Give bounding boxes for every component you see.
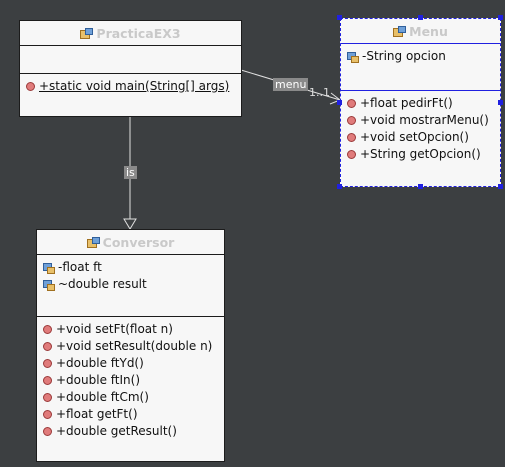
public-method-icon (43, 359, 52, 368)
class-header: Conversor (37, 230, 224, 255)
method-row[interactable]: +void setOpcion() (347, 129, 494, 146)
method-row[interactable]: +void setFt(float n) (43, 321, 218, 338)
public-method-icon (43, 427, 52, 436)
selection-handle[interactable] (498, 15, 503, 20)
attribute-row[interactable]: ~double result (43, 276, 218, 293)
private-field-icon (347, 51, 359, 63)
public-method-icon (43, 325, 52, 334)
selection-handle[interactable] (418, 15, 423, 20)
class-header: PracticaEX3 (20, 21, 241, 46)
method-row[interactable]: +void setResult(double n) (43, 338, 218, 355)
selection-handle[interactable] (498, 184, 503, 189)
method-row[interactable]: +void mostrarMenu() (347, 112, 494, 129)
class-icon (80, 27, 94, 39)
class-practicaex3[interactable]: PracticaEX3 +static void main(String[] a… (19, 20, 242, 117)
method-row[interactable]: +float getFt() (43, 406, 218, 423)
selection-handle[interactable] (498, 100, 503, 105)
class-name: Conversor (102, 234, 175, 250)
public-method-icon (43, 342, 52, 351)
attribute-row[interactable]: -String opcion (347, 48, 494, 65)
public-method-icon (347, 116, 356, 125)
methods-section: +static void main(String[] args) (20, 74, 241, 99)
inheritance-label: is (124, 166, 137, 179)
class-name: PracticaEX3 (96, 25, 181, 41)
association-multiplicity: 1..1 (309, 86, 330, 99)
class-menu[interactable]: Menu -String opcion +float pedirFt() +vo… (340, 18, 501, 187)
public-method-icon (43, 410, 52, 419)
public-method-icon (43, 376, 52, 385)
class-icon (393, 25, 407, 37)
package-field-icon (43, 279, 55, 291)
private-field-icon (43, 262, 55, 274)
public-method-icon (26, 82, 35, 91)
method-row[interactable]: +static void main(String[] args) (26, 78, 235, 95)
class-name: Menu (409, 23, 448, 39)
attributes-section: -float ft ~double result (37, 255, 224, 317)
selection-handle[interactable] (337, 100, 342, 105)
method-row[interactable]: +double ftYd() (43, 355, 218, 372)
selection-handle[interactable] (418, 184, 423, 189)
method-row[interactable]: +float pedirFt() (347, 95, 494, 112)
class-conversor[interactable]: Conversor -float ft ~double result +void… (36, 229, 225, 462)
attribute-row[interactable]: -float ft (43, 259, 218, 276)
method-row[interactable]: +double ftCm() (43, 389, 218, 406)
association-label: menu (273, 78, 309, 91)
method-row[interactable]: +double getResult() (43, 423, 218, 440)
method-row[interactable]: +String getOpcion() (347, 146, 494, 163)
public-method-icon (347, 133, 356, 142)
selection-handle[interactable] (337, 15, 342, 20)
methods-section: +float pedirFt() +void mostrarMenu() +vo… (341, 91, 500, 167)
class-header: Menu (341, 19, 500, 44)
selection-handle[interactable] (337, 184, 342, 189)
public-method-icon (347, 99, 356, 108)
methods-section: +void setFt(float n) +void setResult(dou… (37, 317, 224, 444)
method-row[interactable]: +double ftIn() (43, 372, 218, 389)
attributes-section: -String opcion (341, 44, 500, 91)
attributes-section (20, 46, 241, 74)
public-method-icon (347, 150, 356, 159)
public-method-icon (43, 393, 52, 402)
class-icon (86, 236, 100, 248)
inheritance-arrowhead (123, 218, 137, 230)
